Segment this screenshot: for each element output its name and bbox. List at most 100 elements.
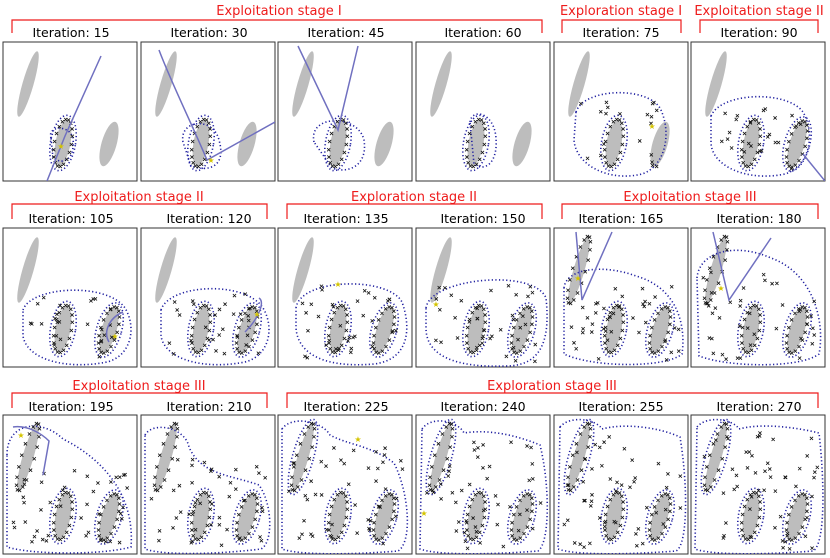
sample-marker <box>611 311 616 316</box>
sample-marker <box>530 461 535 466</box>
sample-marker <box>246 493 251 498</box>
sample-marker <box>522 531 526 536</box>
sample-marker <box>312 426 317 431</box>
sample-marker <box>562 522 567 527</box>
sample-marker <box>745 326 750 331</box>
sample-marker <box>748 121 753 125</box>
sample-marker <box>483 500 487 504</box>
sample-marker <box>745 124 750 129</box>
sample-marker <box>326 333 331 338</box>
sample-marker <box>177 483 182 488</box>
sample-marker <box>384 344 388 349</box>
sample-marker <box>291 461 296 466</box>
sample-marker <box>742 131 747 136</box>
sample-marker <box>527 478 532 483</box>
sample-marker <box>738 298 743 303</box>
sample-marker <box>199 348 204 353</box>
sample-marker <box>390 305 394 310</box>
sample-marker <box>602 524 607 529</box>
sample-marker <box>743 350 748 354</box>
sample-marker <box>794 484 798 489</box>
explored-region-boundary <box>573 91 667 177</box>
sample-marker <box>716 468 721 473</box>
sample-marker <box>603 528 607 532</box>
sample-marker <box>517 512 522 517</box>
sample-marker <box>518 311 522 316</box>
sample-marker <box>570 266 575 271</box>
sample-marker <box>596 357 601 361</box>
sample-marker <box>758 134 763 139</box>
sample-marker <box>653 351 657 356</box>
sample-marker <box>493 494 498 498</box>
sample-marker <box>738 304 743 308</box>
sample-marker <box>70 500 74 504</box>
sample-marker <box>98 538 103 543</box>
sample-marker <box>720 352 725 357</box>
sample-marker <box>757 434 762 438</box>
sample-marker <box>254 496 259 501</box>
blob-boundary-curve <box>461 114 491 172</box>
sample-marker <box>196 350 201 355</box>
sample-marker <box>439 496 444 501</box>
sample-marker <box>702 483 707 488</box>
sample-marker <box>66 118 71 122</box>
current-point-star: ★ <box>648 122 655 131</box>
sample-marker <box>725 239 730 244</box>
sample-marker <box>63 490 68 495</box>
sample-marker <box>676 349 681 354</box>
sample-marker <box>337 346 341 351</box>
sample-marker <box>786 325 791 330</box>
sample-marker <box>440 432 445 436</box>
sample-marker <box>310 445 315 450</box>
sample-marker <box>195 497 200 502</box>
sample-marker <box>27 432 32 436</box>
sample-marker <box>258 535 262 539</box>
sample-marker <box>649 512 654 517</box>
sample-marker <box>172 300 177 304</box>
sample-marker <box>747 311 752 316</box>
sample-marker <box>663 525 668 529</box>
sample-marker <box>585 234 590 239</box>
sample-marker <box>237 350 241 355</box>
sample-marker <box>803 534 808 539</box>
sample-marker <box>474 535 479 540</box>
iteration-label: Iteration: 150 <box>440 211 525 226</box>
sample-marker <box>57 124 62 129</box>
sample-marker <box>108 306 113 311</box>
sample-marker <box>303 354 307 359</box>
sample-marker <box>192 317 197 322</box>
sample-marker <box>475 316 480 321</box>
sample-marker <box>478 540 482 545</box>
sample-marker <box>254 464 259 469</box>
sample-marker <box>748 119 753 124</box>
sample-marker <box>97 520 101 525</box>
iteration-label: Iteration: 45 <box>307 25 384 40</box>
iteration-panel: ★ <box>2 414 138 555</box>
sample-marker <box>259 538 264 543</box>
sample-marker <box>339 157 344 162</box>
sample-marker <box>201 117 206 122</box>
sample-marker <box>666 472 670 476</box>
blob-boundary-curve <box>506 302 538 358</box>
sample-marker <box>496 502 500 507</box>
sample-marker <box>171 525 175 530</box>
sample-marker <box>101 318 106 322</box>
sample-marker <box>598 153 603 158</box>
sample-marker <box>306 328 310 333</box>
sample-marker <box>770 281 774 286</box>
sample-marker <box>52 155 56 159</box>
sample-marker <box>105 349 110 354</box>
sample-marker <box>750 453 754 458</box>
sample-marker <box>177 313 182 317</box>
iteration-panel <box>415 41 551 182</box>
sample-marker <box>593 442 598 447</box>
sample-marker <box>342 523 347 528</box>
sample-marker <box>509 440 513 445</box>
sample-marker <box>330 537 335 541</box>
sample-marker <box>209 502 214 506</box>
sample-marker <box>513 358 518 363</box>
target-region-blob <box>54 306 72 352</box>
sample-marker <box>330 350 335 354</box>
sample-marker <box>335 492 340 497</box>
target-region-blob <box>292 424 314 490</box>
